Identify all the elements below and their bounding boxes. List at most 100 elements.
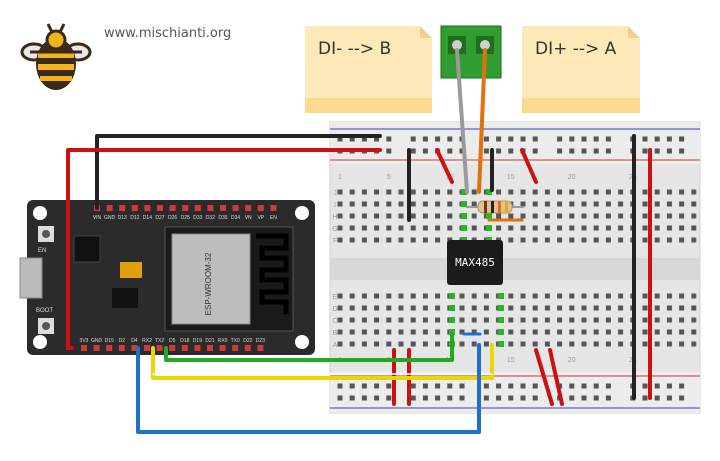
breadboard-hole xyxy=(557,305,563,311)
breadboard-hole xyxy=(337,237,343,243)
usb-port-icon xyxy=(19,257,43,299)
breadboard-hole xyxy=(349,329,355,335)
breadboard-hole xyxy=(410,201,416,207)
breadboard-hole xyxy=(483,305,489,311)
breadboard-hole xyxy=(691,225,697,231)
rail-hole xyxy=(483,383,489,389)
breadboard-hole xyxy=(581,189,587,195)
rail-hole xyxy=(642,383,648,389)
rail-hole xyxy=(447,395,453,401)
wire-rx2 xyxy=(151,343,494,380)
breadboard-hole xyxy=(398,189,404,195)
column-number: 15 xyxy=(507,357,515,364)
rail-hole xyxy=(679,383,685,389)
rail-hole xyxy=(447,148,453,154)
breadboard-hole xyxy=(642,293,648,299)
breadboard-hole xyxy=(544,341,550,347)
breadboard-hole xyxy=(544,317,550,323)
breadboard-hole xyxy=(361,225,367,231)
rail-hole xyxy=(349,395,355,401)
rail-hole xyxy=(593,383,599,389)
rail-hole xyxy=(496,148,502,154)
active-hole xyxy=(461,225,467,231)
esp32-pin-label: TX0 xyxy=(231,338,240,344)
breadboard-hole xyxy=(447,237,453,243)
breadboard-hole xyxy=(471,213,477,219)
rail-hole xyxy=(386,148,392,154)
active-hole xyxy=(498,317,504,323)
breadboard-hole xyxy=(483,329,489,335)
breadboard-hole xyxy=(508,317,514,323)
rail-hole xyxy=(374,136,380,142)
breadboard-hole xyxy=(666,189,672,195)
breadboard-hole xyxy=(642,201,648,207)
breadboard-hole xyxy=(349,213,355,219)
breadboard-hole xyxy=(520,201,526,207)
breadboard-hole xyxy=(691,237,697,243)
breadboard-hole xyxy=(422,305,428,311)
breadboard-hole xyxy=(471,225,477,231)
breadboard-hole xyxy=(422,225,428,231)
breadboard-hole xyxy=(654,341,660,347)
esp32-pin-label: D21 xyxy=(205,338,214,344)
breadboard-hole xyxy=(447,201,453,207)
esp32-pin xyxy=(106,205,113,211)
breadboard-hole xyxy=(398,201,404,207)
breadboard-hole xyxy=(679,201,685,207)
rail-hole xyxy=(435,383,441,389)
breadboard-hole xyxy=(581,329,587,335)
breadboard-hole xyxy=(642,305,648,311)
active-hole xyxy=(498,341,504,347)
breadboard-hole xyxy=(386,293,392,299)
row-label: G xyxy=(332,226,337,233)
breadboard-hole xyxy=(410,293,416,299)
esp32-pin-label: D34 xyxy=(231,215,240,221)
breadboard-hole xyxy=(532,317,538,323)
breadboard-hole xyxy=(410,317,416,323)
row-label: B xyxy=(333,330,338,337)
breadboard-hole xyxy=(361,237,367,243)
breadboard-hole xyxy=(386,201,392,207)
rail-hole xyxy=(654,383,660,389)
breadboard-hole xyxy=(422,201,428,207)
wire-rail-red-a xyxy=(435,148,454,184)
breadboard-hole xyxy=(520,329,526,335)
esp32-pin xyxy=(131,205,138,211)
rail-hole xyxy=(374,395,380,401)
breadboard-hole xyxy=(605,213,611,219)
esp32-pin xyxy=(194,205,201,211)
wires xyxy=(66,48,652,434)
rail-hole xyxy=(666,383,672,389)
breadboard-hole xyxy=(557,189,563,195)
esp32-pin-label: RX2 xyxy=(142,338,152,344)
rail-hole xyxy=(459,148,465,154)
esp32-pin xyxy=(232,205,239,211)
breadboard-hole xyxy=(471,329,477,335)
breadboard-hole xyxy=(361,317,367,323)
esp32-pin xyxy=(219,345,226,351)
breadboard-hole xyxy=(471,293,477,299)
breadboard-hole xyxy=(618,293,624,299)
rail-hole xyxy=(386,395,392,401)
breadboard-hole xyxy=(618,213,624,219)
breadboard-hole xyxy=(569,317,575,323)
breadboard-hole xyxy=(679,225,685,231)
breadboard-hole xyxy=(520,305,526,311)
rail-hole xyxy=(532,383,538,389)
active-hole xyxy=(486,225,492,231)
note-left-text: DI- --> B xyxy=(318,39,391,59)
breadboard-hole xyxy=(422,213,428,219)
breadboard-hole xyxy=(508,189,514,195)
breadboard-hole xyxy=(435,341,441,347)
rail-hole xyxy=(508,136,514,142)
rail-hole xyxy=(361,395,367,401)
esp32-pin-label: D33 xyxy=(193,215,202,221)
rail-hole xyxy=(654,136,660,142)
rail-hole xyxy=(459,395,465,401)
rail-hole xyxy=(569,148,575,154)
rail-hole xyxy=(422,148,428,154)
breadboard-hole xyxy=(520,213,526,219)
breadboard-hole xyxy=(374,317,380,323)
esp32-pin-label: D35 xyxy=(218,215,227,221)
